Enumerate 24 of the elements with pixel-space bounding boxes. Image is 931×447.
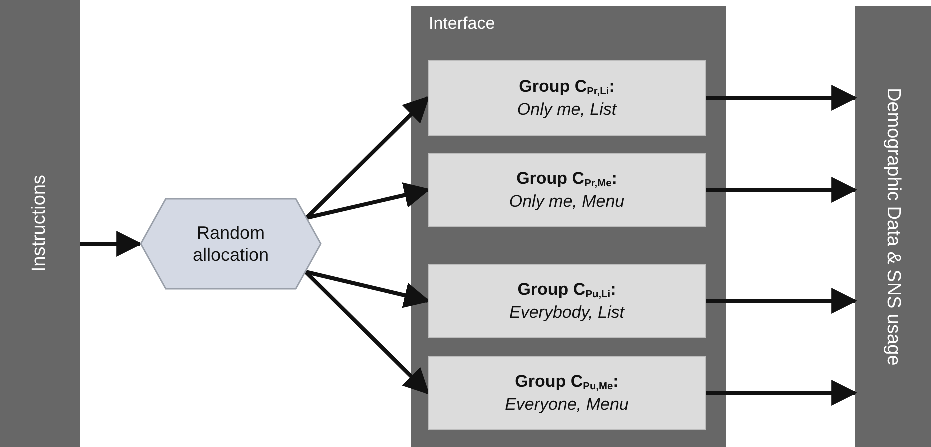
group-box: [428, 153, 706, 227]
arrow: [706, 288, 858, 314]
arrow: [706, 380, 858, 406]
panel-title: Interface: [429, 14, 496, 34]
bar-label: Instructions: [29, 174, 51, 272]
arrow: [706, 177, 858, 203]
group-heading: Group C$_{Pr,Me}$:: [516, 168, 618, 192]
group-box: [428, 264, 706, 338]
group-heading: Group C$_{Pr,Li}$:: [519, 76, 615, 100]
group-description: Only me, Menu: [509, 191, 625, 212]
side-bar: [855, 6, 931, 447]
arrow: [80, 231, 143, 257]
interface-panel: [411, 6, 726, 447]
group-box: [428, 356, 706, 430]
group-heading: Group C$_{Pu,Li}$:: [518, 278, 616, 302]
group-description: Only me, List: [517, 99, 617, 120]
group-box: [428, 60, 706, 136]
bar-label: Demographic Data & SNS usage: [882, 88, 904, 366]
side-bar: [0, 0, 80, 447]
node-label: Random allocation: [192, 222, 270, 266]
arrow: [706, 85, 858, 111]
group-description: Everyone, Menu: [505, 394, 629, 416]
group-description: Everybody, List: [510, 302, 624, 324]
group-heading: Group C$_{Pu,Me}$:: [515, 370, 619, 394]
